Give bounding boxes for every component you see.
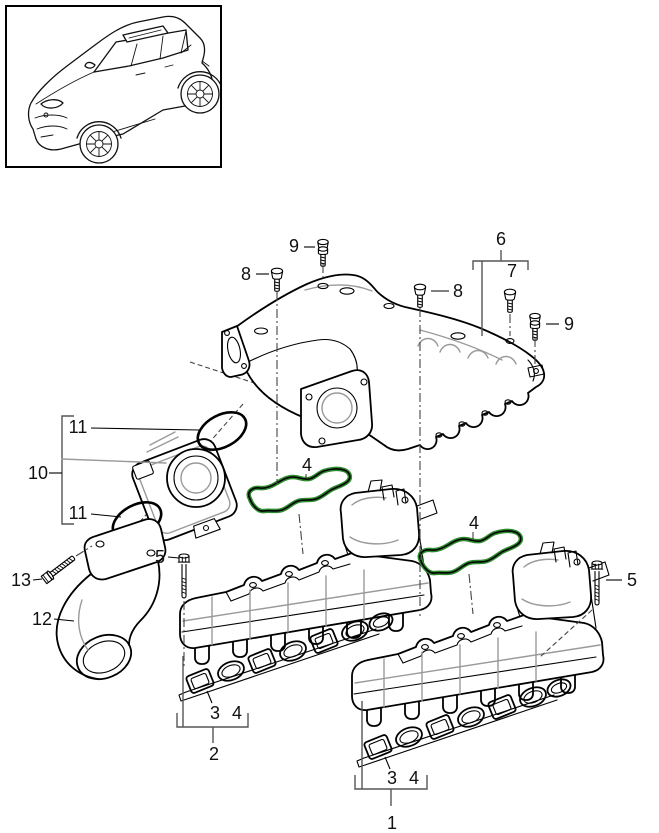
runner-gasket-right (420, 531, 521, 573)
callout-connectors (32, 246, 622, 806)
callout-8-right[interactable]: 8 (453, 281, 463, 301)
callout-4-left[interactable]: 4 (302, 455, 312, 475)
throttle-mounting-flange (300, 369, 373, 448)
stud-bolt-13 (40, 552, 78, 585)
vehicle-cayenne-icon (27, 15, 220, 164)
screw-9-right (529, 312, 541, 341)
callout-4-group1[interactable]: 4 (409, 768, 419, 788)
callout-11-upper[interactable]: 11 (69, 417, 88, 437)
callout-labels: 9 8 8 6 7 9 11 10 11 13 5 12 4 4 5 3 4 2… (11, 229, 637, 833)
screw-8-left (270, 267, 284, 292)
callout-12[interactable]: 12 (32, 609, 52, 629)
callout-5-left[interactable]: 5 (155, 547, 165, 567)
callout-13[interactable]: 13 (11, 570, 31, 590)
callout-11-lower[interactable]: 11 (69, 503, 88, 523)
callout-3-right[interactable]: 3 (387, 768, 397, 788)
callout-10[interactable]: 10 (28, 463, 48, 483)
plenum-body (235, 273, 546, 452)
upper-intake-plenum (221, 273, 546, 452)
headlight (40, 99, 64, 109)
bolt-5-left (177, 553, 191, 599)
callout-9-right[interactable]: 9 (564, 314, 574, 334)
callout-3-left[interactable]: 3 (210, 703, 220, 723)
centerlines (75, 264, 593, 668)
callout-7[interactable]: 7 (507, 261, 517, 281)
callout-8-left[interactable]: 8 (241, 264, 251, 284)
callout-5-right[interactable]: 5 (627, 570, 637, 590)
front-wheel-arch (76, 121, 122, 139)
side-mirror (84, 61, 96, 69)
screw-9-left (317, 238, 329, 267)
intake-tube (55, 518, 167, 681)
rear-wheel-arch (177, 71, 220, 89)
runner-gasket-left (249, 469, 350, 511)
o-ring-upper (196, 411, 248, 451)
throttle-body (131, 431, 238, 542)
screw-7 (503, 288, 517, 313)
callout-9-left[interactable]: 9 (289, 236, 299, 256)
screw-8-right (413, 283, 427, 308)
callout-2[interactable]: 2 (209, 744, 219, 764)
callout-4-group2[interactable]: 4 (232, 703, 242, 723)
callout-4-right[interactable]: 4 (469, 513, 479, 533)
vehicle-thumbnail-box (5, 5, 222, 168)
callout-1[interactable]: 1 (387, 813, 397, 833)
rear-wheel (180, 74, 220, 114)
callout-6[interactable]: 6 (496, 229, 506, 249)
bolt-5-right (590, 560, 604, 606)
front-wheel (79, 124, 119, 164)
